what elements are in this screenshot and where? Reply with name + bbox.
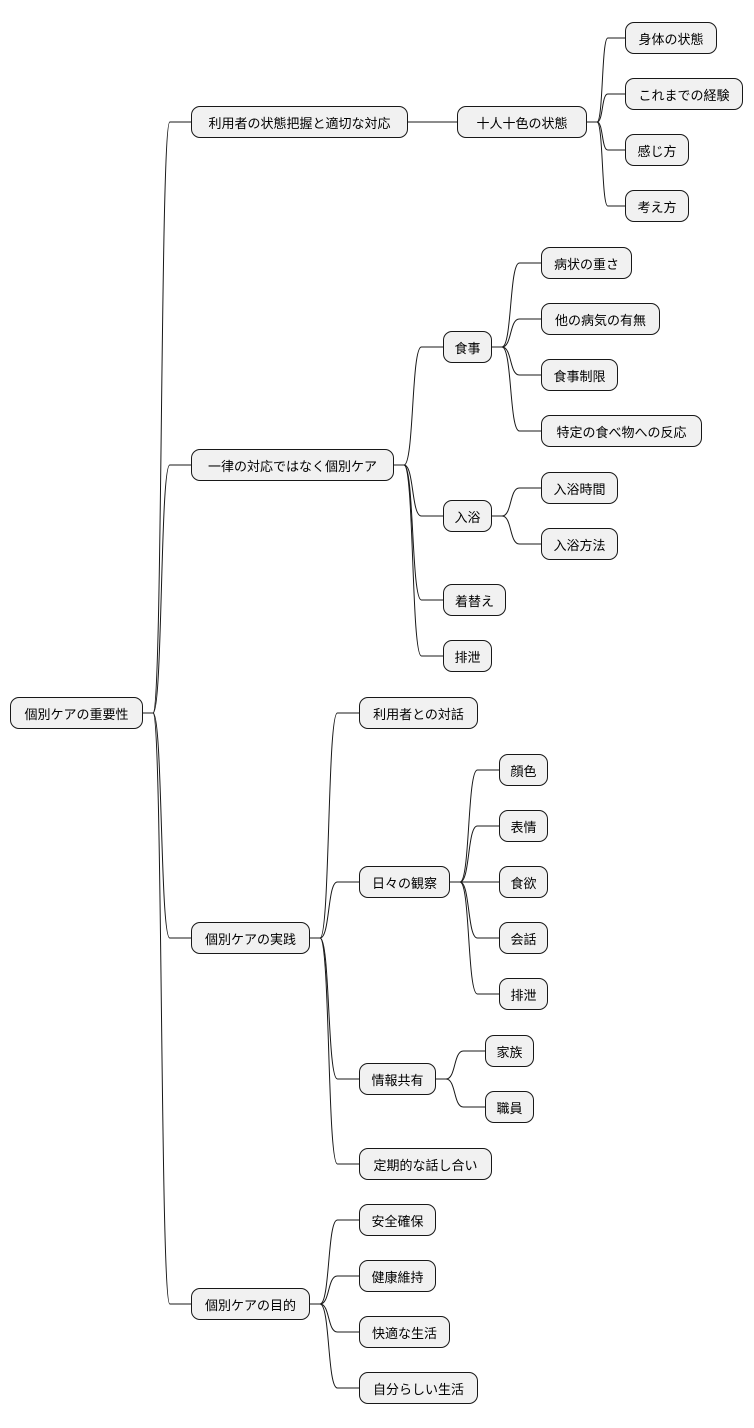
connector-root-2-1-to-3 <box>450 881 499 939</box>
mindmap-node-root-2: 個別ケアの実践 <box>191 922 310 954</box>
mindmap-node-root-2-1-3: 会話 <box>499 922 548 954</box>
mindmap-node-root-1-1-1: 入浴方法 <box>541 528 618 560</box>
mindmap-node-root-0-0-0: 身体の状態 <box>625 22 717 54</box>
mindmap-node-root-1-2: 着替え <box>443 584 506 616</box>
mindmap-node-root-2-1-2: 食欲 <box>499 866 548 898</box>
connector-root-2-to-0 <box>310 712 359 939</box>
mindmap-node-root-0-0-2: 感じ方 <box>625 134 689 166</box>
mindmap-node-root-1-1: 入浴 <box>443 500 492 532</box>
connector-root-2-to-3 <box>310 937 359 1165</box>
mindmap-node-root-2-2-0: 家族 <box>485 1035 534 1067</box>
mindmap-node-root-1-3: 排泄 <box>443 640 492 672</box>
connector-root-to-1 <box>143 464 191 714</box>
connector-root-1-to-3 <box>394 464 443 657</box>
connector-root-2-to-2 <box>310 937 359 1080</box>
connector-root-2-1-to-4 <box>450 881 499 995</box>
mindmap-node-root-1-1-0: 入浴時間 <box>541 472 618 504</box>
mindmap-node-root-1-0-2: 食事制限 <box>541 359 618 391</box>
mindmap-node-root-3-1: 健康維持 <box>359 1260 436 1292</box>
mindmap-root-node: 個別ケアの重要性 <box>10 697 143 729</box>
connector-root-to-0 <box>143 121 191 714</box>
connector-root-3-to-3 <box>310 1303 359 1389</box>
connector-root-2-1-to-0 <box>450 769 499 883</box>
mindmap-node-root-0: 利用者の状態把握と適切な対応 <box>191 106 408 138</box>
mindmap-node-root-0-0: 十人十色の状態 <box>457 106 587 138</box>
mindmap-node-root-2-2-1: 職員 <box>485 1091 534 1123</box>
mindmap-node-root-2-2: 情報共有 <box>359 1063 436 1095</box>
mindmap-node-root-0-0-3: 考え方 <box>625 190 689 222</box>
connector-root-1-to-0 <box>394 346 443 466</box>
mindmap-node-root-1-0-0: 病状の重さ <box>541 247 632 279</box>
connector-root-1-to-1 <box>394 464 443 517</box>
connector-root-3-to-0 <box>310 1219 359 1305</box>
connector-root-0-0-to-2 <box>587 121 625 151</box>
mindmap-node-root-3-0: 安全確保 <box>359 1204 436 1236</box>
connector-root-0-0-to-3 <box>587 121 625 207</box>
mindmap-node-root-2-1-0: 顔色 <box>499 754 548 786</box>
mindmap-node-root-3: 個別ケアの目的 <box>191 1288 310 1320</box>
mindmap-node-root-1-0: 食事 <box>443 331 492 363</box>
mindmap-node-root-2-3: 定期的な話し合い <box>359 1148 492 1180</box>
mindmap-node-root-0-0-1: これまでの経験 <box>625 78 743 110</box>
connector-root-3-to-1 <box>310 1275 359 1305</box>
mindmap-node-root-1: 一律の対応ではなく個別ケア <box>191 449 394 481</box>
connector-root-1-0-to-0 <box>492 262 541 348</box>
connector-root-1-0-to-2 <box>492 346 541 376</box>
mindmap-node-root-2-1: 日々の観察 <box>359 866 450 898</box>
mindmap-node-root-3-3: 自分らしい生活 <box>359 1372 478 1404</box>
connector-root-2-1-to-1 <box>450 825 499 883</box>
mindmap-node-root-2-1-1: 表情 <box>499 810 548 842</box>
connector-root-to-2 <box>143 712 191 939</box>
connector-root-3-to-2 <box>310 1303 359 1333</box>
connector-root-2-2-to-1 <box>436 1078 485 1108</box>
connector-root-1-1-to-1 <box>492 515 541 545</box>
connector-root-2-to-1 <box>310 881 359 939</box>
mindmap-node-root-3-2: 快適な生活 <box>359 1316 450 1348</box>
connector-root-0-0-to-0 <box>587 37 625 123</box>
mindmap-node-root-2-1-4: 排泄 <box>499 978 548 1010</box>
connector-root-1-1-to-0 <box>492 487 541 517</box>
mindmap-node-root-2-0: 利用者との対話 <box>359 697 478 729</box>
mindmap-node-root-1-0-1: 他の病気の有無 <box>541 303 660 335</box>
mindmap-node-root-1-0-3: 特定の食べ物への反応 <box>541 415 702 447</box>
connector-root-2-2-to-0 <box>436 1050 485 1080</box>
connector-root-0-0-to-1 <box>587 93 625 123</box>
connector-root-to-3 <box>143 712 191 1305</box>
connector-root-1-to-2 <box>394 464 443 601</box>
connector-root-1-0-to-3 <box>492 346 541 432</box>
connector-root-1-0-to-1 <box>492 318 541 348</box>
